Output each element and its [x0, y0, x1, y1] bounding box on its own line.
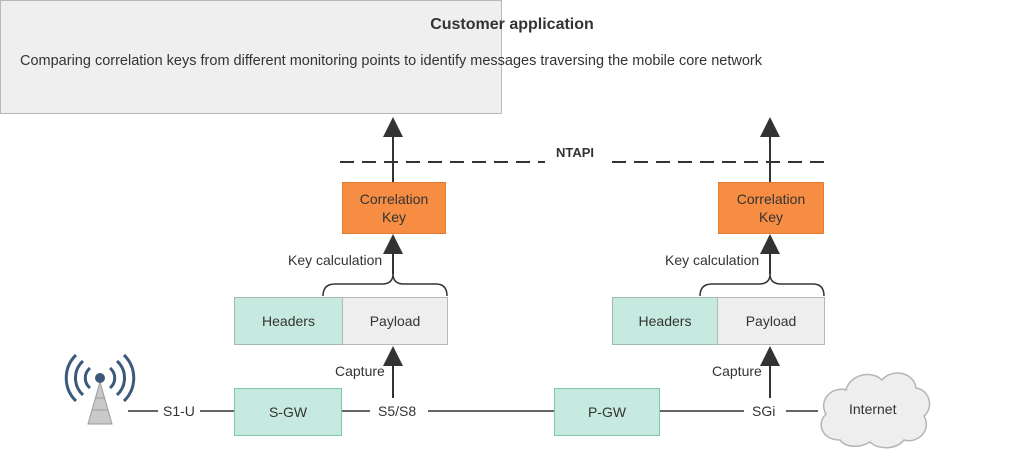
left-brace — [322, 273, 448, 297]
s1u-label: S1-U — [163, 403, 195, 419]
right-correlation-key: Correlation Key — [718, 182, 824, 234]
right-capture-label: Capture — [712, 363, 762, 379]
cell-tower-icon — [64, 353, 136, 425]
left-key-calculation-label: Key calculation — [288, 252, 383, 268]
ntapi-label: NTAPI — [556, 145, 595, 160]
right-payload-box: Payload — [717, 297, 825, 345]
right-brace — [699, 273, 825, 297]
pgw-box: P-GW — [554, 388, 660, 436]
s5s8-label: S5/S8 — [378, 403, 417, 419]
left-headers-box: Headers — [234, 297, 343, 345]
cloud-icon — [820, 372, 931, 449]
internet-label: Internet — [849, 401, 897, 417]
left-correlation-key-line1: Correlation — [359, 191, 429, 207]
customer-application-description: Comparing correlation keys from differen… — [20, 53, 762, 69]
left-capture-label: Capture — [335, 363, 385, 379]
left-correlation-key-line2: Key — [381, 209, 407, 225]
sgw-box: S-GW — [234, 388, 342, 436]
right-correlation-key-line1: Correlation — [736, 191, 806, 207]
left-payload-box: Payload — [342, 297, 448, 345]
customer-application-title: Customer application — [430, 16, 594, 33]
right-key-calculation-label: Key calculation — [665, 252, 760, 268]
sgi-label: SGi — [752, 403, 776, 419]
left-correlation-key: Correlation Key — [342, 182, 446, 234]
customer-application-box: Customer application Comparing correlati… — [0, 0, 762, 114]
right-headers-box: Headers — [612, 297, 718, 345]
right-correlation-key-line2: Key — [758, 209, 784, 225]
